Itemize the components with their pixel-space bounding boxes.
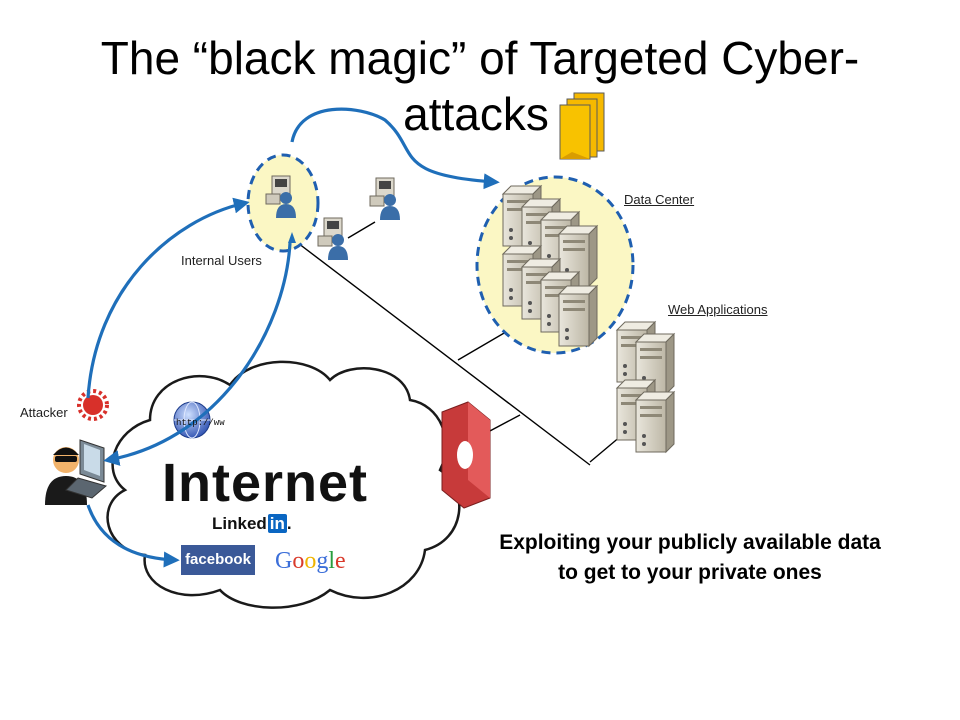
slide-title: The “black magic” of Targeted Cyber- att… [0,30,960,142]
google-letter: e [335,548,346,574]
caption-line-1: Exploiting your publicly available data [499,531,881,554]
documents-icon [559,92,605,160]
title-line-1: The “black magic” of Targeted Cyber- [100,32,860,84]
caption-line-2: to get to your private ones [558,561,822,584]
linkedin-text: Linked [212,514,267,533]
data-center-label: Data Center [624,192,695,207]
workstation-user-icon [317,217,349,261]
title-line-2: attacks [403,88,549,140]
firewall-icon [441,401,491,509]
google-letter: G [275,548,293,574]
laptop-icon [65,439,108,499]
google-letter: l [328,548,336,574]
linkedin-dot: . [286,514,292,533]
internal-users-label: Internal Users [181,253,262,268]
attack-paths [86,107,500,568]
facebook-logo: facebook [181,545,255,575]
google-letter: o [292,548,305,574]
internet-label: Internet [162,453,369,513]
url-fragment: http://ww [176,418,225,428]
upward-arrowhead [288,232,296,243]
attacker-label: Attacker [20,405,68,420]
web-application-servers [616,321,675,453]
workstation-user-icon [369,177,401,221]
google-logo: Google [275,548,346,575]
web-applications-label: Web Applications [668,302,768,317]
google-letter: o [304,548,317,574]
virus-icon [77,389,109,421]
google-letter: g [316,548,329,574]
linkedin-in: in [267,514,287,533]
slide-caption: Exploiting your publicly available data … [455,528,925,588]
